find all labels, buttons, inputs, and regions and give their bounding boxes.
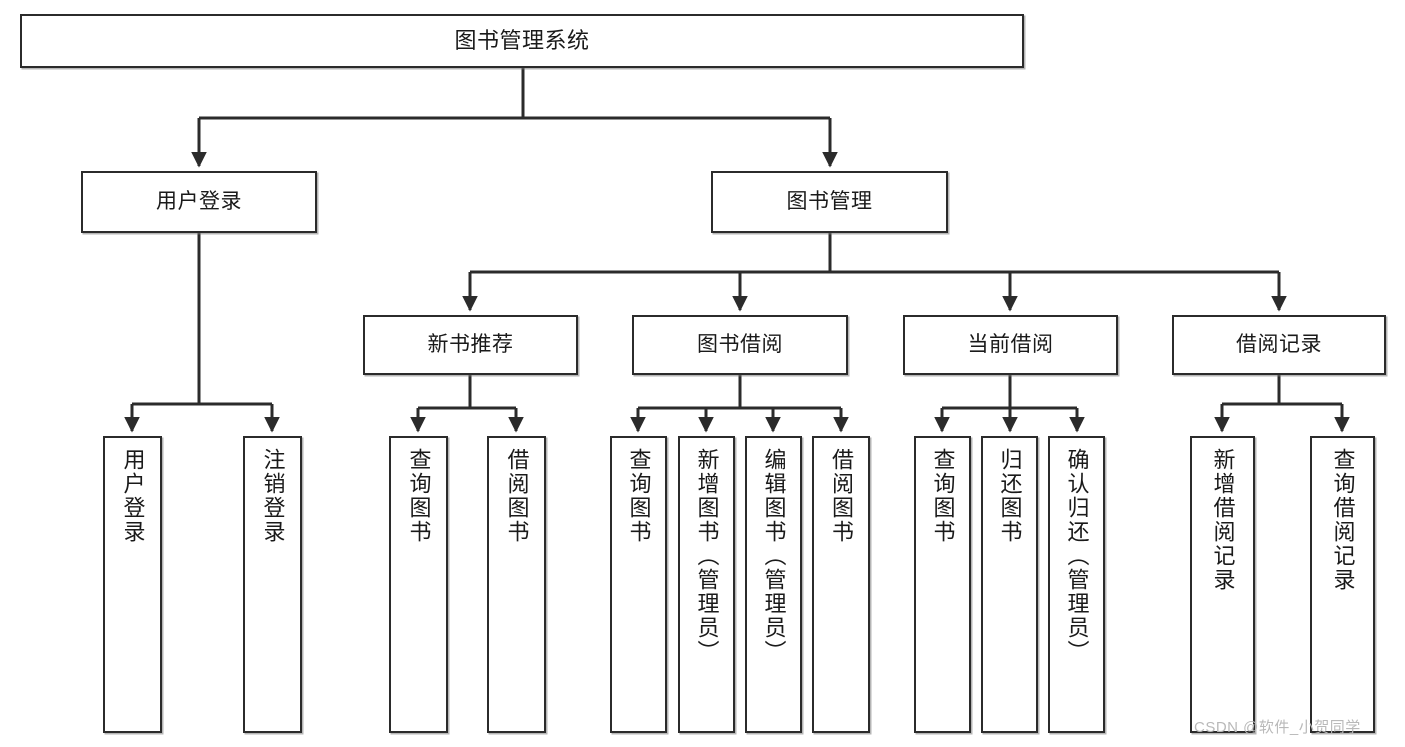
node-label: 查询图书 <box>626 448 652 544</box>
node-book-manage[interactable]: 图书管理 <box>711 171 948 233</box>
node-label: 查询图书 <box>406 448 432 544</box>
node-root-system[interactable]: 图书管理系统 <box>20 14 1024 68</box>
node-label: 查询图书 <box>930 448 956 544</box>
leaf-logout-login[interactable]: 注销登录 <box>243 436 302 733</box>
node-label: 图书管理 <box>786 190 873 214</box>
node-label: 借阅图书 <box>504 448 530 544</box>
leaf-add-book[interactable]: 新增图书（管理员） <box>678 436 735 733</box>
node-label: 新增借阅记录 <box>1210 448 1236 592</box>
leaf-add-borrow-record[interactable]: 新增借阅记录 <box>1190 436 1255 733</box>
leaf-edit-book[interactable]: 编辑图书（管理员） <box>745 436 802 733</box>
leaf-query-book-2[interactable]: 查询图书 <box>610 436 667 733</box>
leaf-query-borrow-record[interactable]: 查询借阅记录 <box>1310 436 1375 733</box>
leaf-query-book-1[interactable]: 查询图书 <box>389 436 448 733</box>
node-label: 归还图书 <box>997 448 1023 544</box>
node-label: 编辑图书（管理员） <box>761 448 787 664</box>
node-label: 确认归还（管理员） <box>1064 448 1090 664</box>
leaf-borrow-book-1[interactable]: 借阅图书 <box>487 436 546 733</box>
node-label: 借阅记录 <box>1236 333 1322 357</box>
node-borrow-record[interactable]: 借阅记录 <box>1172 315 1386 375</box>
node-label: 图书借阅 <box>697 333 783 357</box>
node-label: 用户登录 <box>156 190 242 214</box>
node-new-book-recommend[interactable]: 新书推荐 <box>363 315 578 375</box>
leaf-query-book-3[interactable]: 查询图书 <box>914 436 971 733</box>
node-label: 查询借阅记录 <box>1330 448 1356 592</box>
leaf-return-book[interactable]: 归还图书 <box>981 436 1038 733</box>
node-label: 当前借阅 <box>967 333 1054 357</box>
leaf-confirm-return[interactable]: 确认归还（管理员） <box>1048 436 1105 733</box>
leaf-borrow-book-2[interactable]: 借阅图书 <box>812 436 870 733</box>
node-label: 用户登录 <box>120 448 146 544</box>
node-user-login[interactable]: 用户登录 <box>81 171 317 233</box>
node-book-borrow[interactable]: 图书借阅 <box>632 315 848 375</box>
node-label: 新书推荐 <box>427 333 514 357</box>
node-label: 借阅图书 <box>828 448 854 544</box>
leaf-user-login[interactable]: 用户登录 <box>103 436 162 733</box>
node-label: 新增图书（管理员） <box>694 448 720 664</box>
node-current-borrow[interactable]: 当前借阅 <box>903 315 1118 375</box>
node-label: 注销登录 <box>260 448 286 544</box>
node-label: 图书管理系统 <box>454 27 590 53</box>
